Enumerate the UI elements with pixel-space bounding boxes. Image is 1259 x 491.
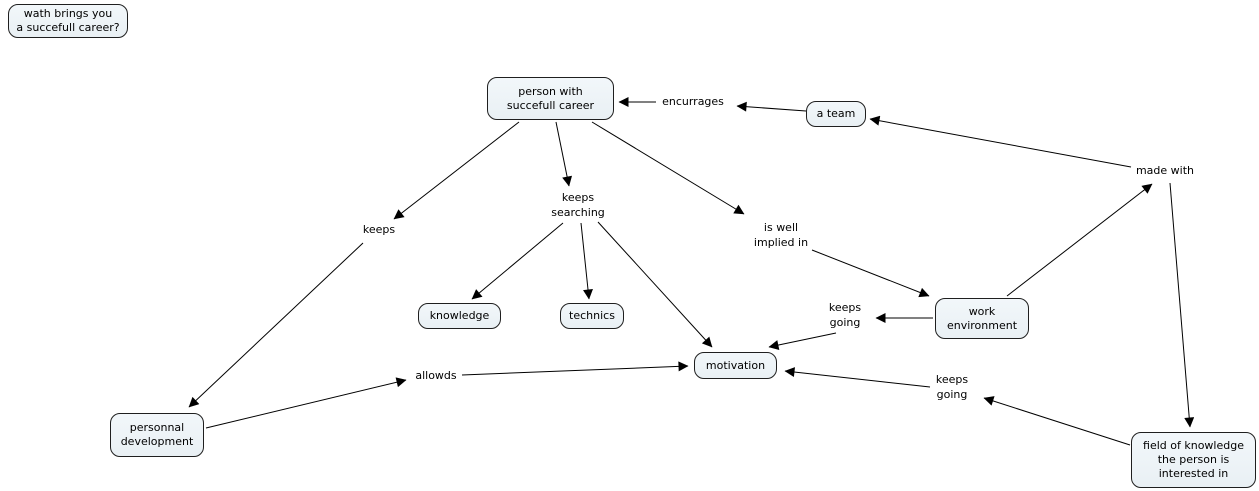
- edge-is-well-implied-in-to-work-environment: [811, 249, 930, 298]
- concept-technics[interactable]: technics: [560, 303, 624, 329]
- concept-question[interactable]: wath brings you a succefull career?: [8, 4, 128, 38]
- concept-knowledge[interactable]: knowledge: [418, 303, 501, 329]
- edge-work-environment-to-made-with: [1006, 183, 1153, 297]
- edge-keeps-going-to-motivation-2: [784, 367, 931, 388]
- edge-keeps-searching-to-motivation: [597, 221, 713, 348]
- edge-field-of-knowledge-to-keeps-going: [983, 396, 1131, 446]
- edge-made-with-to-a-team: [869, 115, 1132, 168]
- concept-motivation[interactable]: motivation: [694, 352, 777, 379]
- edge-keeps-searching-to-knowledge: [471, 222, 564, 300]
- link-label-made-with[interactable]: made with: [1135, 164, 1195, 178]
- link-label-is-well-implied-in[interactable]: is well implied in: [753, 221, 809, 249]
- edge-keeps-going-to-motivation: [768, 332, 837, 350]
- edge-a-team-to-encurrages: [736, 101, 807, 112]
- concept-work-environment[interactable]: work environment: [935, 298, 1029, 339]
- link-label-keeps-going-field[interactable]: keeps going: [935, 373, 969, 401]
- link-label-keeps[interactable]: keeps: [362, 223, 396, 237]
- edge-personnal-development-to-allowds: [205, 377, 407, 429]
- link-label-allowds[interactable]: allowds: [415, 369, 457, 383]
- edge-made-with-to-field-of-knowledge: [1169, 182, 1195, 428]
- concept-person-with-succefull-career[interactable]: person with succefull career: [487, 77, 614, 120]
- edge-allowds-to-motivation: [461, 361, 689, 376]
- link-label-encurrages[interactable]: encurrages: [662, 95, 724, 109]
- concept-a-team[interactable]: a team: [806, 101, 866, 127]
- edge-person-to-keeps: [393, 121, 520, 220]
- edge-person-to-is-well-implied-in: [591, 121, 745, 215]
- edge-keeps-searching-to-technics: [580, 222, 593, 300]
- concept-field-of-knowledge[interactable]: field of knowledge the person is interes…: [1131, 432, 1256, 488]
- link-label-keeps-searching[interactable]: keeps searching: [551, 191, 605, 219]
- edge-person-to-keeps-searching: [555, 121, 573, 187]
- link-label-keeps-going-work[interactable]: keeps going: [828, 301, 862, 329]
- concept-personnal-development[interactable]: personnal development: [110, 413, 204, 457]
- edge-keeps-to-personnal-development: [188, 242, 364, 408]
